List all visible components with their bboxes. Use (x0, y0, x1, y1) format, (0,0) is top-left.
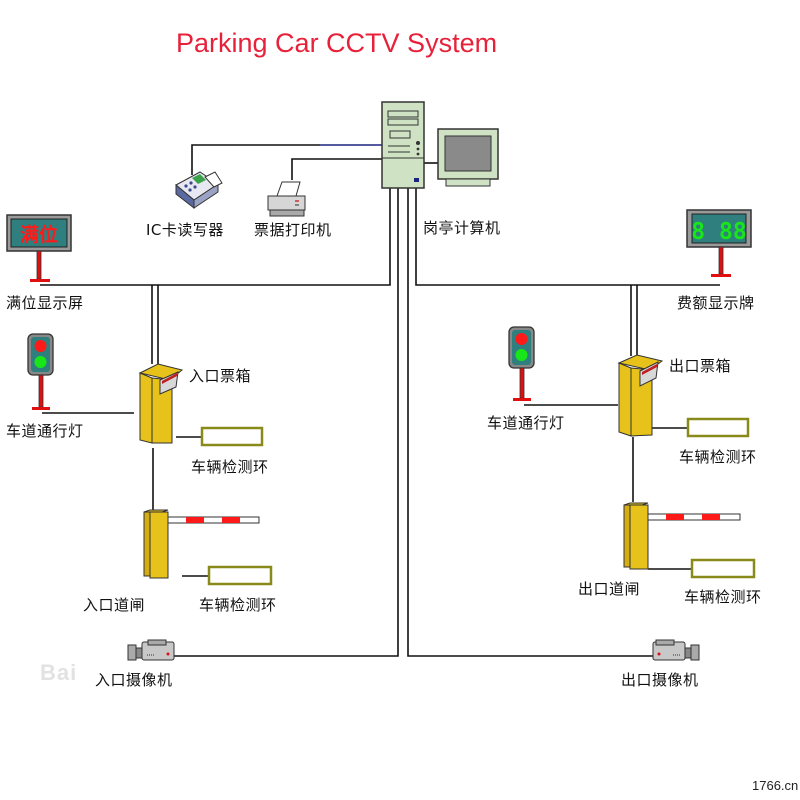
fee-display-label: 费额显示牌 (677, 294, 755, 312)
full-display-label: 满位显示屏 (6, 294, 84, 312)
entrance-loop2-label: 车辆检测环 (199, 596, 277, 614)
connection-lines (40, 144, 720, 657)
exit-loop2-label: 车辆检测环 (684, 588, 762, 606)
card-reader-label: IC卡读写器 (146, 221, 224, 239)
fee-display-text: 8 88 (691, 219, 746, 245)
entrance-barrier-gate-icon (143, 509, 260, 579)
entrance-ticket-box-icon (138, 363, 184, 444)
exit-traffic-light-icon (508, 326, 535, 401)
printer-line (291, 158, 382, 180)
computer-label: 岗亭计算机 (423, 219, 501, 237)
entrance-gate-label: 入口道闸 (83, 596, 146, 614)
entrance-traffic-light-label: 车道通行灯 (6, 422, 84, 440)
exit-loop1-icon (686, 417, 750, 438)
entrance-camera-label: 入口摄像机 (95, 671, 173, 689)
full-space-display-icon (6, 214, 72, 282)
trunk-to-exit-display (415, 188, 720, 286)
card-reader-icon (175, 171, 223, 210)
trunk-to-entrance-camera (172, 188, 399, 657)
exit-gate-label: 出口道闸 (578, 580, 641, 598)
exit-ticket-box-label: 出口票箱 (669, 357, 732, 375)
card-reader-line (191, 144, 320, 175)
diagram-title: Parking Car CCTV System (176, 28, 498, 58)
trunk-to-entrance-display (40, 188, 391, 286)
computer-tower-icon (381, 101, 425, 189)
entrance-loop2-icon (207, 565, 273, 586)
full-display-text: 满位 (20, 223, 58, 246)
baidu-watermark: Bai (40, 660, 78, 685)
monitor-icon (437, 128, 499, 187)
entrance-loop1-label: 车辆检测环 (191, 458, 269, 476)
printer-label: 票据打印机 (254, 221, 332, 239)
entrance-loop1-icon (200, 426, 264, 447)
exit-loop2-icon (690, 558, 756, 579)
entrance-camera-icon (127, 639, 175, 661)
exit-camera-icon (652, 639, 700, 661)
trunk-to-exit-camera (407, 188, 655, 657)
entrance-traffic-light-icon (27, 333, 54, 410)
printer-icon (267, 181, 306, 217)
fee-display-icon (686, 209, 752, 277)
exit-camera-label: 出口摄像机 (621, 671, 699, 689)
exit-barrier-gate-icon (623, 502, 741, 570)
exit-loop1-label: 车辆检测环 (679, 448, 757, 466)
exit-ticket-box-icon (617, 354, 664, 437)
site-watermark: 1766.cn (752, 778, 799, 793)
entrance-ticket-box-label: 入口票箱 (189, 367, 252, 385)
exit-traffic-light-label: 车道通行灯 (487, 414, 565, 432)
